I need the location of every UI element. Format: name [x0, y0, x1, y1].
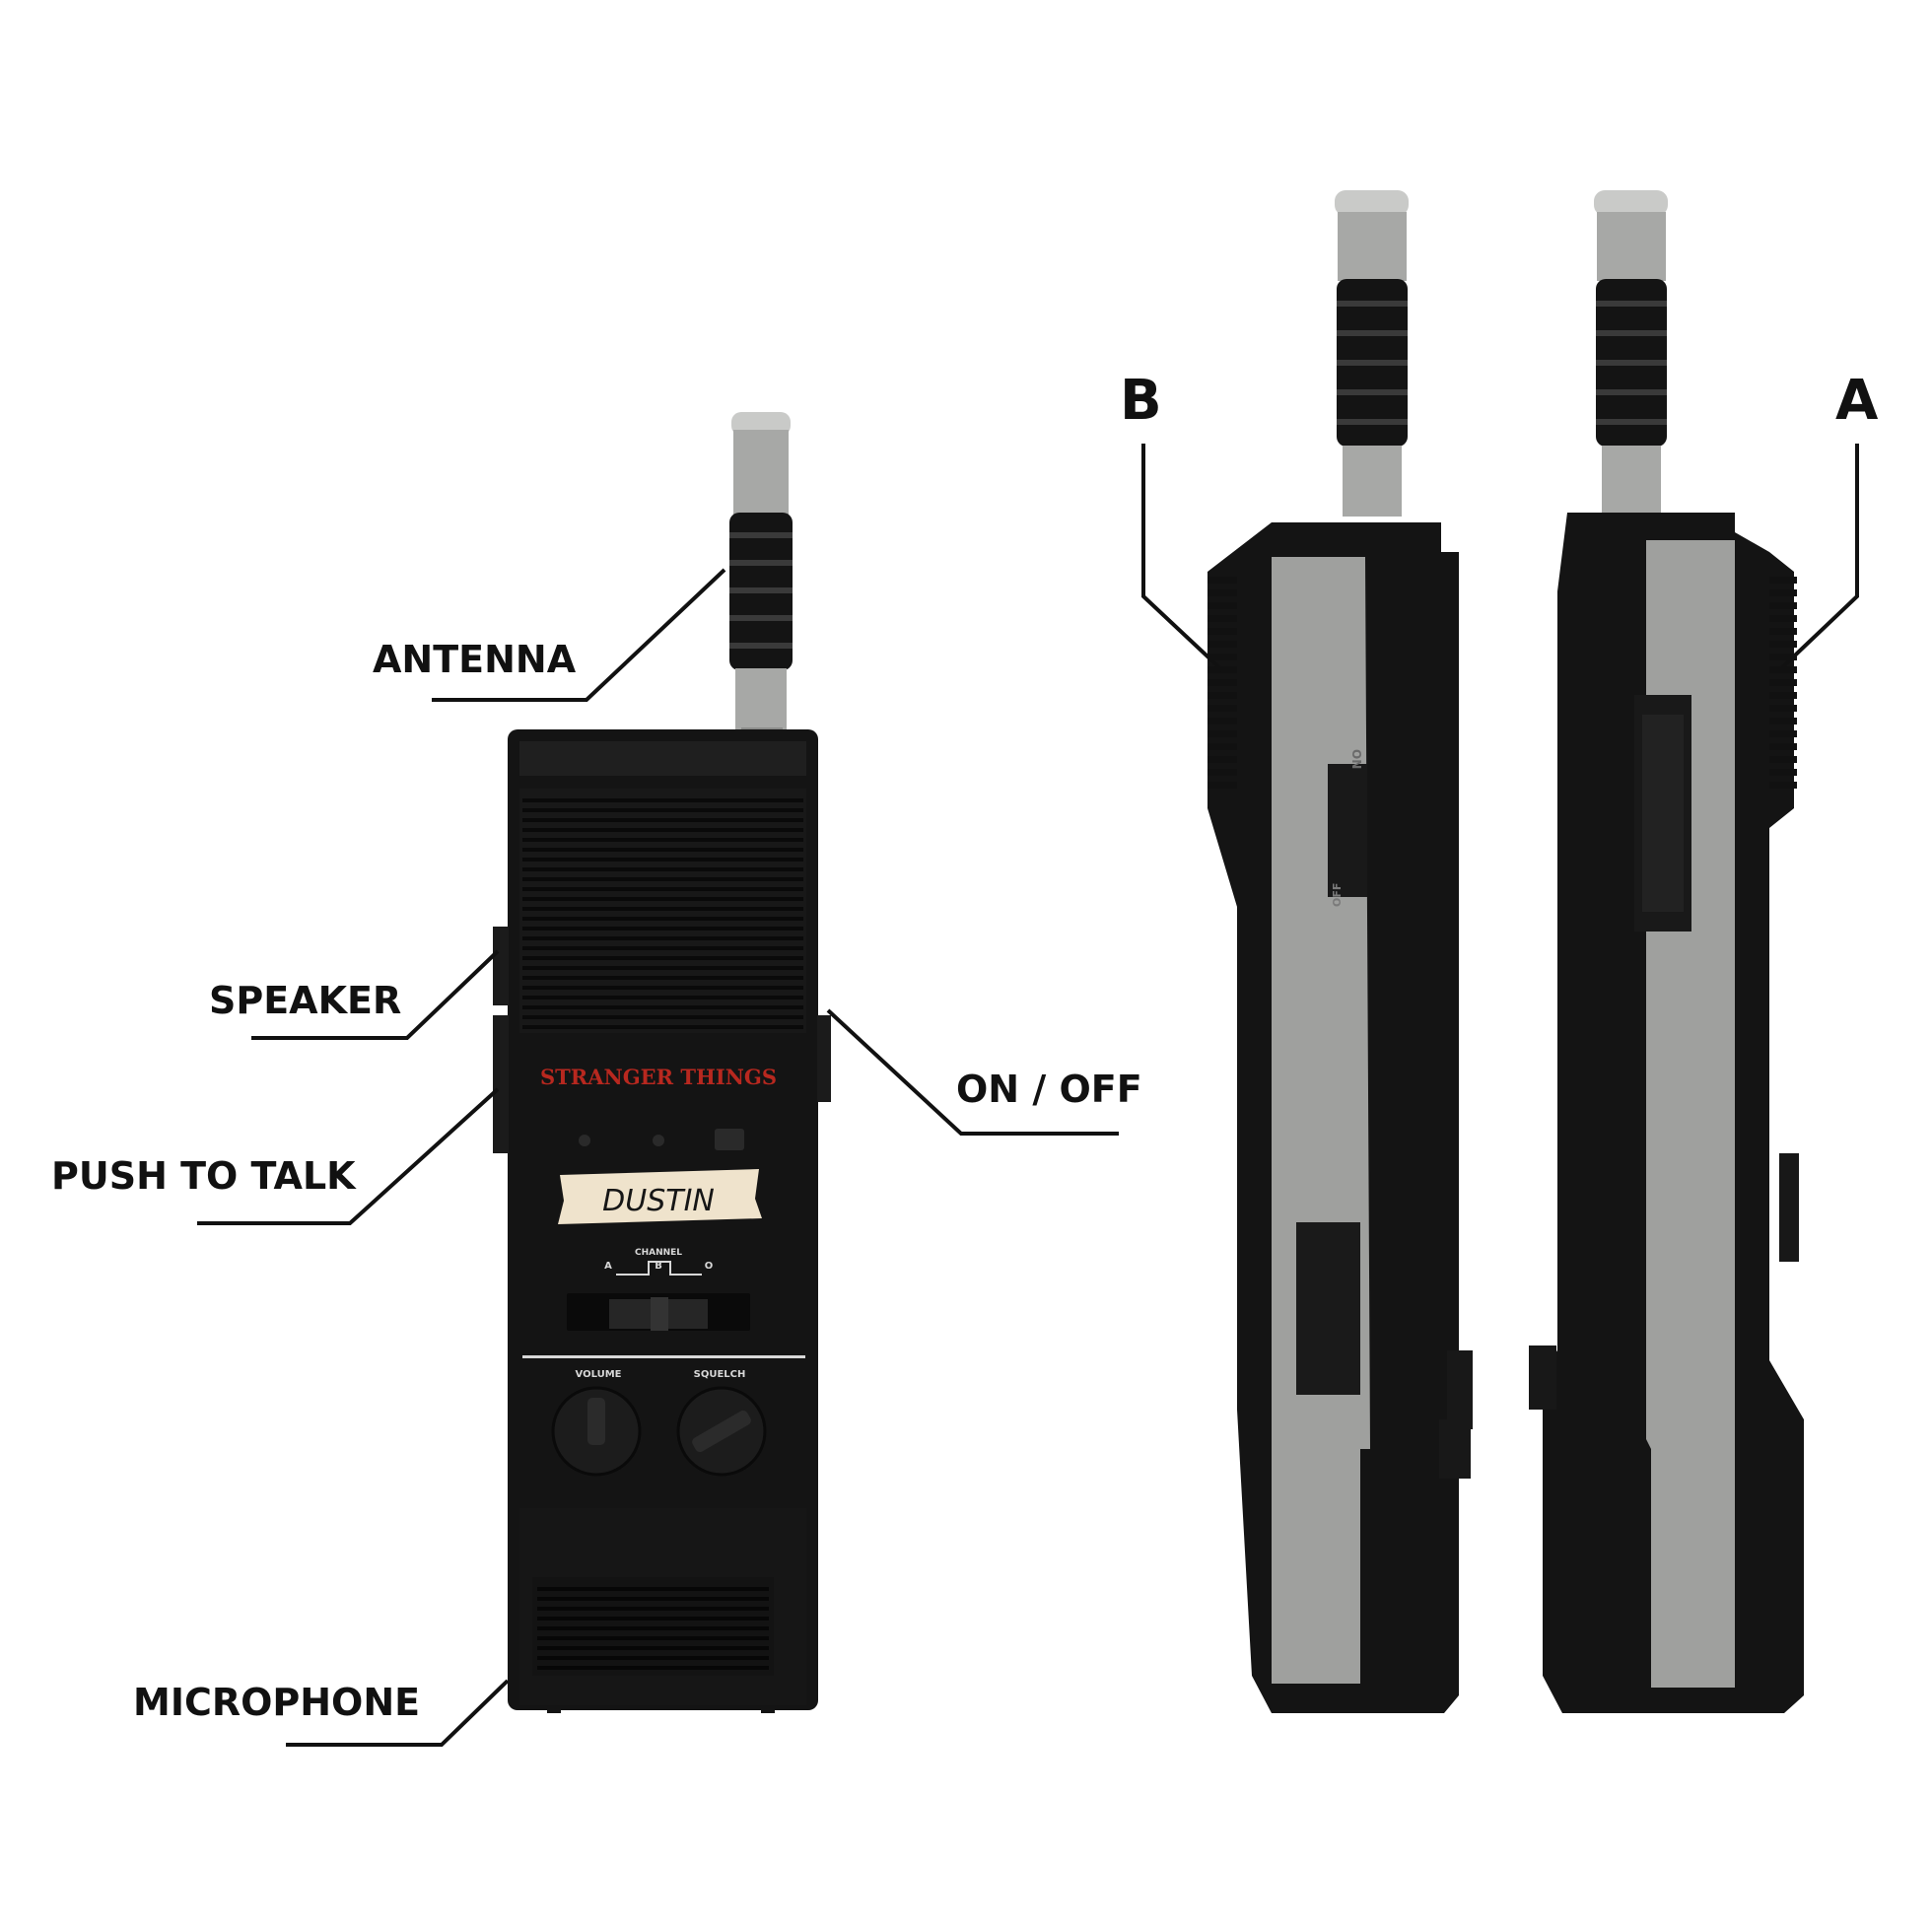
- antenna-callout-line: [432, 568, 726, 702]
- channel-o-label: O: [705, 1261, 714, 1272]
- side-b-grey-panel: [1272, 557, 1370, 1684]
- name-tag-text: DUSTIN: [602, 1184, 715, 1218]
- front-antenna: [729, 412, 793, 741]
- side-view-a-walkie-talkie: [1529, 190, 1804, 1713]
- indicator-light-center: [653, 1135, 664, 1146]
- side-a-antenna: [1594, 190, 1668, 517]
- b-callout-line: [1141, 444, 1224, 672]
- side-switch-off-label: OFF: [1331, 883, 1344, 907]
- side-b-vent-ridges: [1208, 577, 1237, 789]
- side-a-vent-ridges: [1769, 577, 1797, 789]
- microphone-callout-line: [286, 1679, 510, 1747]
- side-switch-on-label: ON: [1349, 749, 1363, 769]
- side-b-label: B: [1120, 369, 1162, 433]
- microphone-grille: [532, 1577, 774, 1676]
- microphone-label: MICROPHONE: [133, 1681, 420, 1724]
- indicator-light-right: [715, 1129, 744, 1150]
- side-a-label: A: [1835, 369, 1879, 433]
- brand-logo: STRANGER THINGS: [540, 1065, 777, 1089]
- on-off-callout-line: [826, 1008, 1119, 1136]
- speaker-callout-line: [251, 949, 500, 1040]
- a-callout-line: [1777, 444, 1859, 672]
- channel-a-label: A: [604, 1261, 612, 1272]
- push-to-talk-callout-line: [197, 1087, 500, 1225]
- squelch-label: SQUELCH: [694, 1369, 746, 1380]
- side-b-antenna: [1335, 190, 1409, 517]
- on-off-label: ON / OFF: [956, 1068, 1142, 1111]
- antenna-label: ANTENNA: [373, 638, 577, 681]
- name-tag: DUSTIN: [558, 1169, 762, 1224]
- front-view-walkie-talkie: STRANGER THINGS DUSTIN CHANNEL A B O VOL…: [493, 412, 831, 1713]
- speaker-grille: [519, 789, 806, 1033]
- volume-label: VOLUME: [576, 1369, 622, 1380]
- channel-label: CHANNEL: [635, 1248, 682, 1258]
- push-to-talk-label: PUSH TO TALK: [51, 1154, 357, 1198]
- front-side-switch-onoff: [817, 1015, 831, 1102]
- channel-b-label: B: [655, 1261, 662, 1272]
- side-view-b-walkie-talkie: ON OFF: [1208, 190, 1473, 1713]
- indicator-light-left: [579, 1135, 590, 1146]
- front-side-button-ptt: [493, 1015, 509, 1153]
- speaker-label: SPEAKER: [209, 979, 401, 1022]
- callout-lines: [197, 444, 1859, 1747]
- front-side-button-speaker: [493, 927, 509, 1005]
- channel-selector: CHANNEL A B O: [567, 1248, 750, 1331]
